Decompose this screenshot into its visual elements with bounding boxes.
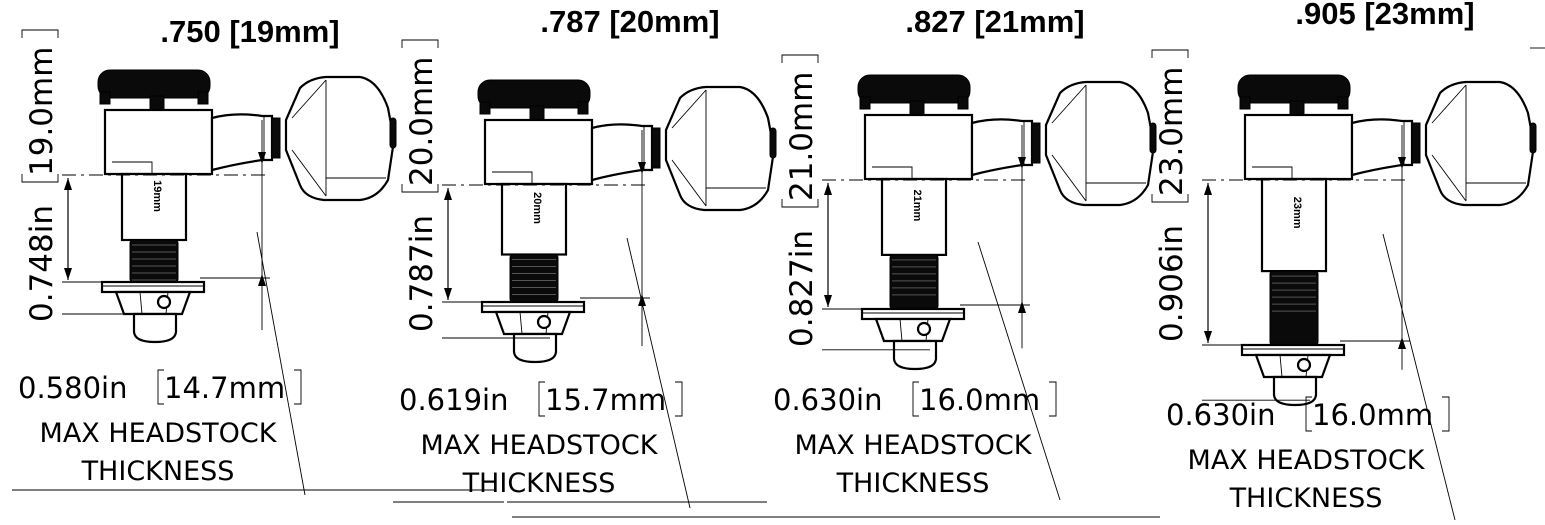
thickness-mm: 16.0mm (919, 383, 1040, 417)
thickness-mm: 15.7mm (545, 383, 666, 417)
knurled-cap (477, 79, 591, 109)
post-height-mm: 21.0mm (784, 72, 820, 201)
tuner-variant-2: .787 [20mm] 20mm 0.787in 20.0mm 0.619in 15.7m… (393, 4, 777, 509)
post-height-dimension: 0.827in 21.0mm (781, 54, 820, 347)
string-hole (916, 321, 932, 337)
gear-housing-arm (1350, 118, 1414, 177)
knurled-cap (1237, 74, 1351, 104)
string-post (500, 182, 568, 256)
leader-line (977, 241, 1061, 501)
knurled-cap (857, 74, 971, 104)
post-size-stamp: 20mm (531, 192, 543, 224)
post-height-inches: 0.906in (1154, 225, 1190, 342)
post-height-mm: 23.0mm (1154, 67, 1190, 196)
string-hole (1296, 357, 1312, 373)
caption-line-1: MAX HEADSTOCK (1188, 445, 1426, 476)
hex-nut (494, 310, 572, 336)
leader-line (256, 231, 306, 496)
post-tip (892, 339, 938, 371)
variant-title: .750 [19mm] (160, 14, 339, 49)
post-height-mm: 19.0mm (24, 47, 60, 176)
thickness-inches: 0.580in (18, 371, 127, 405)
washer (1240, 343, 1346, 357)
caption-line-2: THICKNESS (81, 456, 235, 487)
caption-line-1: MAX HEADSTOCK (795, 430, 1033, 461)
tuner-drawing: 21mm (822, 74, 1157, 371)
post-height-dimension: 0.906in 23.0mm (1151, 49, 1190, 342)
housing-body (863, 113, 974, 181)
caption-line-1: MAX HEADSTOCK (40, 418, 278, 449)
tuner-drawing: 19mm (62, 69, 397, 344)
thickness-inches: 0.630in (773, 383, 882, 417)
tuning-key-button (664, 85, 776, 212)
housing-body (483, 118, 594, 186)
post-size-stamp: 19mm (151, 180, 163, 212)
variant-title: .787 [20mm] (540, 4, 719, 39)
threaded-bushing (129, 239, 179, 283)
gear-housing-arm (210, 113, 274, 172)
threaded-bushing (889, 254, 939, 310)
post-height-inches: 0.748in (24, 205, 60, 322)
variant-title: .827 [21mm] (905, 4, 1084, 39)
post-height-dimension: 0.787in 20.0mm (401, 39, 440, 332)
caption-line-1: MAX HEADSTOCK (421, 430, 659, 461)
caption-line-2: THICKNESS (1229, 483, 1383, 514)
hex-nut (1254, 353, 1332, 379)
thickness-mm: 16.0mm (1312, 398, 1433, 432)
post-height-inches: 0.787in (404, 215, 440, 332)
post-size-stamp: 23mm (1291, 197, 1303, 229)
thickness-inches: 0.619in (399, 383, 508, 417)
post-tip (132, 312, 178, 344)
hex-nut (874, 317, 952, 343)
tuning-key-button (1424, 80, 1536, 207)
tuner-variant-4: .905 [23mm] 23mm 0.906in 23.0mm 0.630in 16.0m… (512, 0, 1537, 521)
post-height-inches: 0.827in (784, 230, 820, 347)
string-hole (156, 294, 172, 310)
post-tip (1272, 375, 1318, 407)
tuner-variant-3: .827 [21mm] 21mm 0.827in 21.0mm 0.630in 16.0m… (507, 4, 1157, 503)
housing-body (1243, 113, 1354, 181)
housing-body (103, 108, 214, 176)
gear-housing-arm (970, 118, 1034, 177)
thickness-inches: 0.630in (1166, 398, 1275, 432)
tuner-drawing: 23mm (1202, 74, 1537, 407)
washer (860, 307, 966, 321)
knurled-cap (97, 69, 211, 99)
leader-line (626, 237, 691, 509)
post-height-mm: 20.0mm (404, 57, 440, 186)
leader-line (1382, 233, 1456, 521)
string-post (120, 172, 188, 242)
gear-housing-arm (590, 123, 654, 182)
post-height-dimension: 0.748in 19.0mm (21, 29, 60, 322)
thickness-mm: 14.7mm (164, 371, 285, 405)
tuner-variant-1: .750 [19mm] 19mm 0.748in 19.0mm 0.580in 14.7m… (12, 14, 496, 496)
string-hole (536, 314, 552, 330)
variant-title: .905 [23mm] (1295, 0, 1474, 31)
post-size-stamp: 21mm (911, 190, 923, 222)
tuning-key-button (1044, 80, 1156, 207)
post-tip (512, 332, 558, 364)
tuning-key-button (284, 75, 396, 202)
caption-line-2: THICKNESS (836, 468, 990, 499)
string-post (1260, 177, 1328, 273)
string-post (880, 177, 948, 257)
tuner-drawing: 20mm (442, 79, 777, 364)
washer (480, 300, 586, 314)
hex-nut (114, 290, 192, 316)
caption-line-2: THICKNESS (462, 468, 616, 499)
washer (100, 280, 206, 294)
threaded-bushing (1269, 270, 1319, 346)
